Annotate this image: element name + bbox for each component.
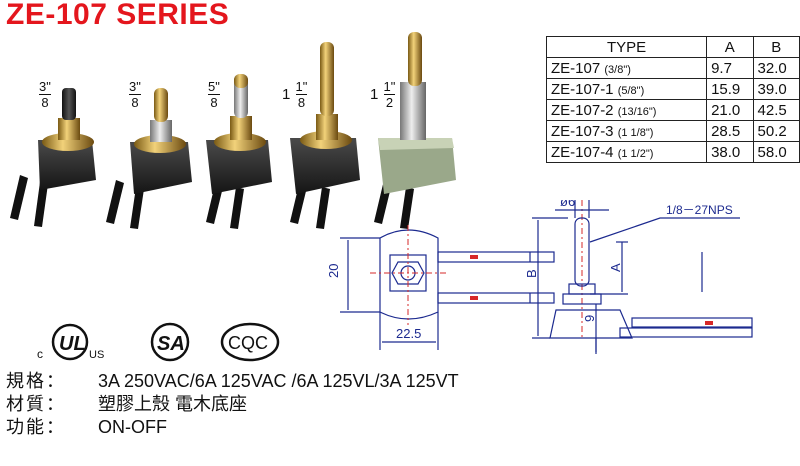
cell-type: ZE-107 (3/8") [545,57,708,79]
page-title: ZE-107 SERIES [6,0,230,31]
cell-type: ZE-107-3 (1 1/8") [545,120,708,142]
svg-text:c: c [37,347,43,361]
cell-a: 21.0 [706,99,754,121]
cell-b: 42.5 [752,99,800,121]
svg-text:UL: UL [59,333,86,355]
spec-rating-value: 3A 250VAC/6A 125VAC /6A 125VL/3A 125VT [98,371,459,391]
cell-a: 38.0 [706,141,754,163]
switch-photo-5 [374,32,456,229]
spec-rating-row: 規格： 3A 250VAC/6A 125VAC /6A 125VL/3A 125V… [6,370,459,393]
specifications: 規格： 3A 250VAC/6A 125VAC /6A 125VL/3A 125V… [6,370,459,439]
top-view-drawing [340,229,555,350]
product-photos: 3"8 3"8 5"8 1 1"8 1 1"2 [0,30,540,230]
spec-function-label: 功能： [6,417,66,437]
cell-b: 50.2 [752,120,800,142]
certification-logos: UL c US SA CQC [35,318,295,368]
ul-logo: UL c US [37,323,104,361]
dim-9-label: 9 [582,315,597,322]
cell-b: 39.0 [752,78,800,100]
table-row: ZE-107 (3/8") 9.7 32.0 [545,57,800,79]
size-label-4: 1 1"8 [282,79,308,110]
svg-text:US: US [89,349,104,361]
size-label-1: 3"8 [39,79,51,110]
spec-rating-label: 規格： [6,371,66,391]
switch-photo-4 [290,42,360,229]
side-view-drawing [532,200,753,354]
svg-text:SA: SA [157,333,185,355]
size-label-3: 5"8 [208,79,220,110]
spec-material-value: 塑膠上殼 電木底座 [98,394,248,414]
wire-marks [470,255,713,325]
thread-label: 1/8－27NPS [666,203,733,217]
spec-material-row: 材質： 塑膠上殼 電木底座 [6,393,459,416]
dimension-labels: 20 22.5 ø6 1/8－27NPS B A 9 [326,194,733,341]
cell-a: 28.5 [706,120,754,142]
cell-b: 58.0 [752,141,800,163]
table-header-row: TYPE A B [545,36,800,58]
centerlines [370,200,583,340]
cell-type: ZE-107-2 (13/16") [545,99,708,121]
dimension-drawing: 20 22.5 ø6 1/8－27NPS B A 9 [326,194,753,354]
cqc-logo: CQC [220,322,280,362]
switch-photo-1 [10,88,96,227]
spec-function-row: 功能： ON-OFF [6,416,459,439]
switch-photo-2 [106,88,192,229]
switch-photo-3 [206,74,272,229]
dim-a-label: A [608,263,623,272]
cell-b: 32.0 [752,57,800,79]
technical-drawings: 20 22.5 ø6 1/8－27NPS B A 9 [320,194,790,360]
column-header-b: B [752,36,800,58]
column-header-type: TYPE [545,36,708,58]
size-label-2: 3"8 [129,79,141,110]
column-header-a: A [706,36,754,58]
switch-photos-illustration [10,32,456,229]
csa-logo: SA [150,322,190,362]
dim-phi6-label: ø6 [560,200,575,209]
spec-material-label: 材質： [6,394,66,414]
table-row: ZE-107-2 (13/16") 21.0 42.5 [545,99,800,121]
spec-function-value: ON-OFF [98,417,167,437]
table-row: ZE-107-3 (1 1/8") 28.5 50.2 [545,120,800,142]
dim-b-label: B [524,269,539,278]
dim-22-5-label: 22.5 [396,326,421,341]
cell-a: 9.7 [706,57,754,79]
cell-a: 15.9 [706,78,754,100]
dim-20-label: 20 [326,264,341,278]
cell-type: ZE-107-1 (5/8") [545,78,708,100]
dimension-table: TYPE A B ZE-107 (3/8") 9.7 32.0 ZE-107-1… [545,36,800,163]
table-row: ZE-107-4 (1 1/2") 38.0 58.0 [545,141,800,163]
svg-text:CQC: CQC [228,333,268,353]
size-label-5: 1 1"2 [370,79,396,110]
table-row: ZE-107-1 (5/8") 15.9 39.0 [545,78,800,100]
logos-svg: UL c US SA CQC [37,322,280,362]
cell-type: ZE-107-4 (1 1/2") [545,141,708,163]
